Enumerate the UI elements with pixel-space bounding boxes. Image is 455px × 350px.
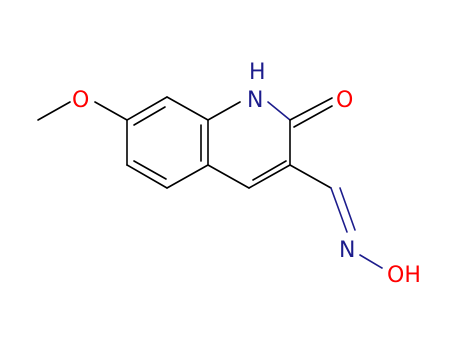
ring-nitrogen-hydrogen-label: H [249,60,266,85]
bond-c4-c3 [248,164,291,189]
bond-c4a-c4 [207,164,250,189]
bond-c5-c4a [166,164,209,189]
ring-nitrogen-label: N [247,88,263,113]
bond-n-o [359,254,383,269]
bond-c2-o-b [293,105,333,128]
bond-methyl-o [37,101,71,121]
bond-o-c7 [94,101,128,121]
hydroxyl-label: OH [387,263,421,288]
bond-c2-o-a [289,97,333,121]
bond-inner-c4-c3 [252,160,287,181]
bond-c3-ch [289,164,332,189]
bond-c8a-n1 [207,101,241,121]
bond-ch-n-a [330,187,348,233]
bond-c8-c7 [126,96,168,121]
methoxy-oxygen-label: O [72,88,89,113]
bond-ch-n-b [339,187,356,231]
bond-lines [37,96,383,269]
bond-n1-c2 [267,101,291,121]
carbonyl-oxygen-label: O [336,88,353,113]
bond-c8a-c8 [166,96,209,121]
bond-inner-c7-c8 [133,106,166,126]
hydroxyl-oxygen-label: OH [387,263,421,288]
bond-inner-c6-c5 [133,160,167,180]
oxime-nitrogen-label: N [339,238,355,263]
bond-c6-c5 [126,164,168,189]
